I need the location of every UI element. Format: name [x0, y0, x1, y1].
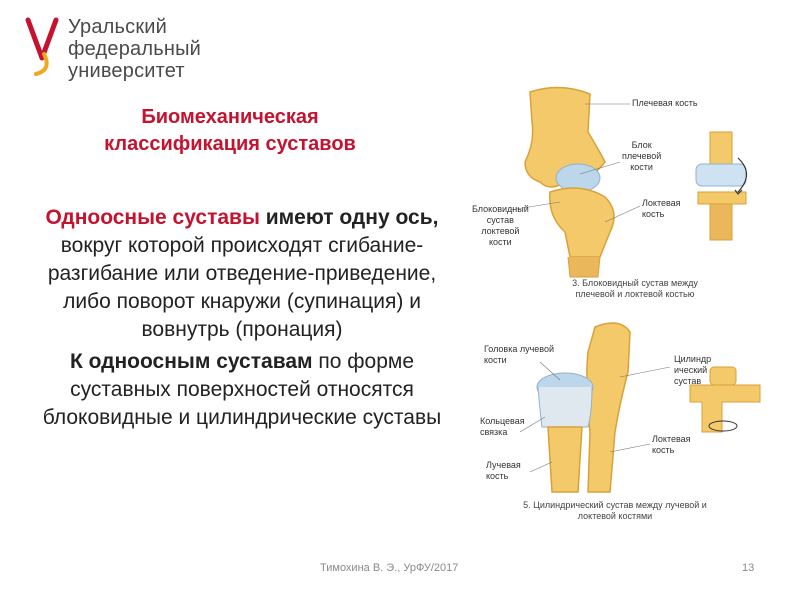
- label-ulna-top: Локтевая кость: [642, 198, 681, 219]
- title-line-2: классификация суставов: [104, 133, 356, 155]
- hinge-model-stem: [709, 203, 733, 241]
- hinge-joint-illustration: [509, 86, 748, 278]
- urfu-logo-icon: [25, 17, 59, 76]
- ulna-shaft-top: [567, 256, 601, 278]
- label-ulna-bottom: Локтевая кость: [652, 434, 691, 455]
- pivot-model-base: [689, 384, 761, 433]
- ulna-bone-top: [549, 187, 615, 258]
- leader-line: [529, 461, 553, 473]
- annular-ligament: [537, 386, 593, 428]
- hinge-model-cylinder: [695, 163, 747, 187]
- logo-line-1: Уральский: [68, 16, 168, 38]
- leader-line: [604, 205, 641, 223]
- logo-line-2: федеральный: [68, 38, 202, 60]
- pivot-joint-illustration: [519, 322, 761, 493]
- anatomy-figures: Плечевая кость Блок плечевой кости Блоко…: [470, 82, 800, 552]
- slide-body: Одноосные суставы имеют одну ось, вокруг…: [22, 204, 462, 436]
- p2-bold: К одноосным суставам: [69, 350, 313, 373]
- pivot-model-cylinder: [709, 366, 737, 386]
- leader-line: [579, 161, 621, 175]
- radius-bone: [547, 426, 583, 493]
- logo-text: Уральский федеральный университет: [68, 16, 201, 82]
- footer-author: Тимохина В. Э., УрФУ/2017: [320, 562, 459, 574]
- arrow-head-icon: [734, 189, 743, 195]
- label-radial-head: Головка лучевой кости: [484, 344, 555, 365]
- leader-line: [619, 366, 671, 378]
- caption-bottom: 5. Цилиндрический сустав между лучевой и…: [523, 500, 707, 521]
- label-humerus: Плечевая кость: [632, 98, 698, 108]
- p1-bold: имеют одну ось,: [259, 206, 439, 229]
- leader-line: [539, 361, 561, 381]
- university-logo: Уральский федеральный университет: [22, 14, 212, 84]
- hinge-model-base: [697, 191, 747, 205]
- title-line-1: Биомеханическая: [141, 106, 319, 128]
- p2-text: по форме суставных поверхностей относятс…: [42, 350, 442, 429]
- logo-line-3: университет: [68, 60, 185, 82]
- ulna-bone-bottom: [586, 322, 631, 493]
- label-cylindrical-joint: Цилиндр ический сустав: [674, 354, 712, 386]
- rotation-arrow-icon: [737, 157, 748, 193]
- label-radius: Лучевая кость: [486, 460, 521, 481]
- p1-text: вокруг которой происходят сгибание-разги…: [47, 234, 437, 341]
- leader-line: [519, 416, 546, 433]
- label-trochlea: Блок плечевой кости: [622, 140, 662, 172]
- leader-line: [509, 201, 561, 211]
- page-number: 13: [742, 562, 755, 574]
- rotation-ring-icon: [708, 420, 738, 432]
- leader-line: [609, 443, 651, 453]
- joint-illustrations: [509, 86, 761, 493]
- p1-highlight: Одноосные суставы: [45, 206, 260, 229]
- paragraph-2: К одноосным суставам по форме суставных …: [22, 348, 462, 432]
- label-annular-ligament: Кольцевая связка: [480, 416, 525, 437]
- paragraph-1: Одноосные суставы имеют одну ось, вокруг…: [22, 204, 462, 344]
- label-hinge-joint: Блоковидный сустав локтевой кости: [472, 204, 529, 247]
- slide-title: Биомеханическая классификация суставов: [40, 104, 420, 158]
- caption-top: 3. Блоковидный сустав между плечевой и л…: [572, 278, 698, 299]
